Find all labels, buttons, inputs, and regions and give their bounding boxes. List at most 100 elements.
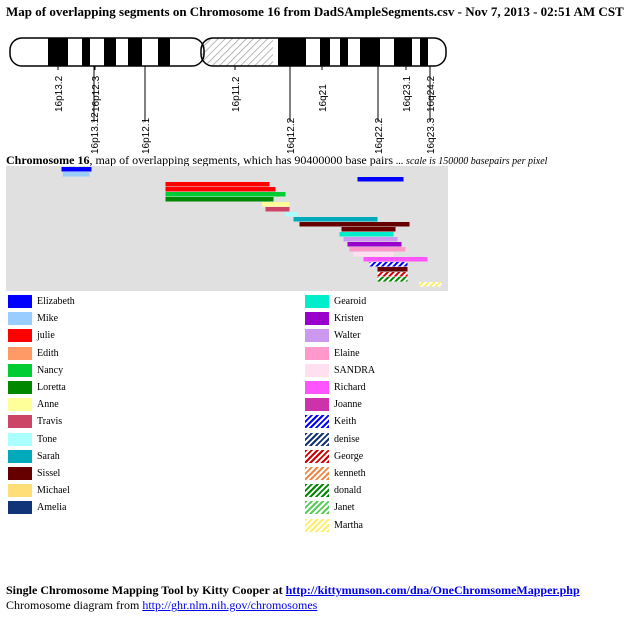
- legend-label: Michael: [37, 485, 70, 497]
- legend-item: Edith: [8, 345, 208, 362]
- legend-swatch: [305, 484, 329, 498]
- legend-label: Nancy: [37, 364, 64, 376]
- legend-item: Janet: [305, 499, 505, 516]
- band-label-top-1: 16p12.3: [91, 75, 102, 112]
- diagram-link[interactable]: http://ghr.nlm.nih.gov/chromosomes: [142, 598, 318, 612]
- legend-swatch: [8, 295, 32, 309]
- band-label-bottom-4: 16q23.3: [426, 117, 437, 154]
- segment-bar: [339, 232, 394, 237]
- legend-item: Elizabeth: [8, 293, 208, 310]
- legend-label: denise: [334, 433, 360, 445]
- legend-item: Keith: [305, 413, 505, 430]
- p-arm: [10, 38, 204, 66]
- segment-bar: [357, 177, 404, 182]
- segment-bar: [353, 252, 394, 257]
- legend-label: Anne: [37, 399, 59, 411]
- band-label-top-5: 16q24.2: [426, 75, 437, 112]
- legend-label: donald: [334, 485, 362, 497]
- legend-label: Travis: [37, 416, 63, 428]
- legend-label: Mike: [37, 313, 59, 325]
- legend-item: donald: [305, 482, 505, 499]
- segment-bar: [369, 262, 408, 267]
- legend-item: julie: [8, 327, 208, 344]
- legend-label: kenneth: [334, 467, 366, 479]
- legend-label: Elaine: [334, 347, 360, 359]
- band-label-top-0: 16p13.2: [54, 75, 65, 112]
- legend-item: Sarah: [8, 448, 208, 465]
- legend-item: George: [305, 448, 505, 465]
- legend-label: Kristen: [334, 313, 364, 325]
- legend-label: Gearoid: [334, 296, 367, 308]
- legend-swatch: [305, 295, 329, 309]
- segment-map: [6, 166, 448, 291]
- legend-item: Nancy: [8, 362, 208, 379]
- segment-bar: [165, 197, 274, 202]
- legend-item: Elaine: [305, 345, 505, 362]
- legend-label: George: [334, 450, 364, 462]
- legend-swatch: [305, 312, 329, 326]
- legend-item: Anne: [8, 396, 208, 413]
- legend-item: Martha: [305, 516, 505, 533]
- segment-bar: [61, 167, 92, 172]
- legend-label: Richard: [334, 382, 366, 394]
- segment-bar: [363, 257, 428, 262]
- legend-item: Gearoid: [305, 293, 505, 310]
- legend-label: Walter: [334, 330, 361, 342]
- band-label-bottom-0: 16p13.12: [90, 112, 101, 154]
- legend-label: Keith: [334, 416, 357, 428]
- segment-bar: [165, 192, 286, 197]
- legend-swatch: [8, 398, 32, 412]
- segment-bar: [299, 222, 410, 227]
- band-label-bottom-1: 16p12.1: [141, 117, 152, 154]
- legend-swatch: [305, 329, 329, 343]
- segment-bar: [347, 242, 402, 247]
- legend-label: Martha: [334, 519, 363, 531]
- legend-swatch: [305, 466, 329, 480]
- chromosome-description: , map of overlapping segments, which has…: [89, 153, 394, 167]
- segment-bar: [377, 277, 408, 282]
- legend-label: Joanne: [334, 399, 362, 411]
- legend-label: Tone: [37, 433, 57, 445]
- legend-label: SANDRA: [334, 364, 376, 376]
- legend-item: denise: [305, 431, 505, 448]
- segment-bar: [377, 272, 408, 277]
- band-label-top-2: 16p11.2: [231, 76, 242, 112]
- chromosome-summary: Chromosome 16, map of overlapping segmen…: [6, 153, 547, 168]
- legend-item: Loretta: [8, 379, 208, 396]
- legend-label: Sissel: [37, 467, 61, 479]
- legend-swatch: [305, 432, 329, 446]
- legend-item: Travis: [8, 413, 208, 430]
- legend-swatch: [305, 518, 329, 532]
- legend-swatch: [8, 466, 32, 480]
- legend-item: Amelia: [8, 499, 208, 516]
- legend-item: Richard: [305, 379, 505, 396]
- legend-label: Loretta: [37, 382, 66, 394]
- legend-swatch: [305, 363, 329, 377]
- legend-label: Janet: [334, 502, 355, 514]
- segment-bar: [165, 187, 276, 192]
- legend-label: Elizabeth: [37, 296, 75, 308]
- legend-swatch: [8, 501, 32, 515]
- legend-item: Tone: [8, 431, 208, 448]
- segment-bar: [293, 217, 378, 222]
- tool-link[interactable]: http://kittymunson.com/dna/OneChromsomeM…: [285, 583, 580, 597]
- legend-swatch: [8, 449, 32, 463]
- legend-swatch: [305, 415, 329, 429]
- legend-swatch: [8, 484, 32, 498]
- legend-item: kenneth: [305, 465, 505, 482]
- legend-swatch: [305, 346, 329, 360]
- segment-bar: [265, 207, 290, 212]
- diagram-credit: Chromosome diagram from: [6, 598, 140, 612]
- chromosome-name: Chromosome 16: [6, 153, 90, 167]
- legend-label: Sarah: [37, 450, 60, 462]
- legend-swatch: [8, 381, 32, 395]
- segment-bar: [377, 267, 408, 272]
- band-tick-lines: [57, 66, 431, 122]
- band-label-top-3: 16q21: [318, 84, 329, 112]
- legend-item: Sissel: [8, 465, 208, 482]
- band-label-bottom-2: 16q12.2: [286, 117, 297, 154]
- legend-swatch: [305, 501, 329, 515]
- legend-swatch: [305, 381, 329, 395]
- scale-note: ... scale is 150000 basepairs per pixel: [396, 156, 548, 167]
